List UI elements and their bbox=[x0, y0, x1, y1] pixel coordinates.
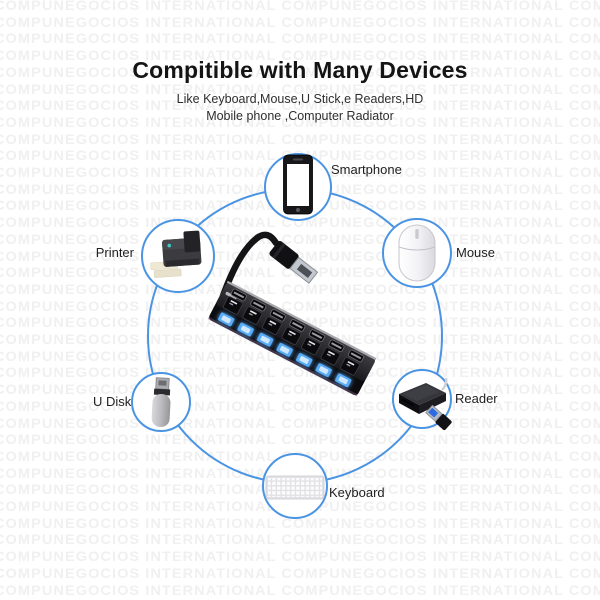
watermark-row: COMPUNEGOCIOS INTERNATIONAL COMPUNEGOCIO… bbox=[0, 80, 600, 97]
page-title: Compitible with Many Devices bbox=[132, 57, 468, 83]
watermark-row: COMPUNEGOCIOS INTERNATIONAL COMPUNEGOCIO… bbox=[0, 0, 600, 13]
watermark-row: COMPUNEGOCIOS INTERNATIONAL COMPUNEGOCIO… bbox=[0, 598, 600, 600]
watermark-row: COMPUNEGOCIOS INTERNATIONAL COMPUNEGOCIO… bbox=[0, 97, 600, 114]
device-bubble-u-disk bbox=[131, 372, 191, 432]
subtitle: Like Keyboard,Mouse,U Stick,e Readers,HD… bbox=[0, 91, 600, 125]
device-bubble-mouse bbox=[382, 218, 452, 288]
usb-flash-drive-icon bbox=[151, 377, 171, 428]
device-bubble-reader bbox=[392, 369, 452, 431]
watermark-row: COMPUNEGOCIOS INTERNATIONAL COMPUNEGOCIO… bbox=[0, 113, 600, 130]
watermark-row: COMPUNEGOCIOS INTERNATIONAL COMPUNEGOCIO… bbox=[0, 548, 600, 565]
subtitle-line-2: Mobile phone ,Computer Radiator bbox=[206, 109, 394, 123]
watermark-row: COMPUNEGOCIOS INTERNATIONAL COMPUNEGOCIO… bbox=[0, 581, 600, 598]
device-bubble-printer bbox=[141, 219, 215, 293]
subtitle-line-1: Like Keyboard,Mouse,U Stick,e Readers,HD bbox=[176, 92, 424, 106]
device-label-mouse: Mouse bbox=[456, 245, 496, 260]
device-label-u-disk: U Disk bbox=[93, 394, 132, 409]
device-bubble-smartphone bbox=[264, 153, 332, 221]
device-label-smartphone: Smartphone bbox=[331, 162, 402, 177]
watermark-row: COMPUNEGOCIOS INTERNATIONAL COMPUNEGOCIO… bbox=[0, 13, 600, 30]
watermark-row: COMPUNEGOCIOS INTERNATIONAL COMPUNEGOCIO… bbox=[0, 63, 600, 80]
watermark-row: COMPUNEGOCIOS INTERNATIONAL COMPUNEGOCIO… bbox=[0, 47, 600, 64]
smartphone-icon bbox=[283, 154, 313, 215]
watermark-row: COMPUNEGOCIOS INTERNATIONAL COMPUNEGOCIO… bbox=[0, 30, 600, 47]
card-reader-icon bbox=[399, 377, 452, 431]
watermark-row: COMPUNEGOCIOS INTERNATIONAL COMPUNEGOCIO… bbox=[0, 564, 600, 581]
device-label-printer: Printer bbox=[95, 245, 134, 260]
device-label-reader: Reader bbox=[455, 391, 498, 406]
watermark-row: COMPUNEGOCIOS INTERNATIONAL COMPUNEGOCIO… bbox=[0, 514, 600, 531]
watermark-row: COMPUNEGOCIOS INTERNATIONAL COMPUNEGOCIO… bbox=[0, 130, 600, 147]
device-bubble-keyboard bbox=[262, 453, 328, 519]
keyboard-icon bbox=[265, 475, 325, 500]
device-label-keyboard: Keyboard bbox=[329, 485, 385, 500]
mouse-icon bbox=[398, 224, 436, 282]
printer-icon bbox=[150, 230, 202, 278]
watermark-row: COMPUNEGOCIOS INTERNATIONAL COMPUNEGOCIO… bbox=[0, 531, 600, 548]
